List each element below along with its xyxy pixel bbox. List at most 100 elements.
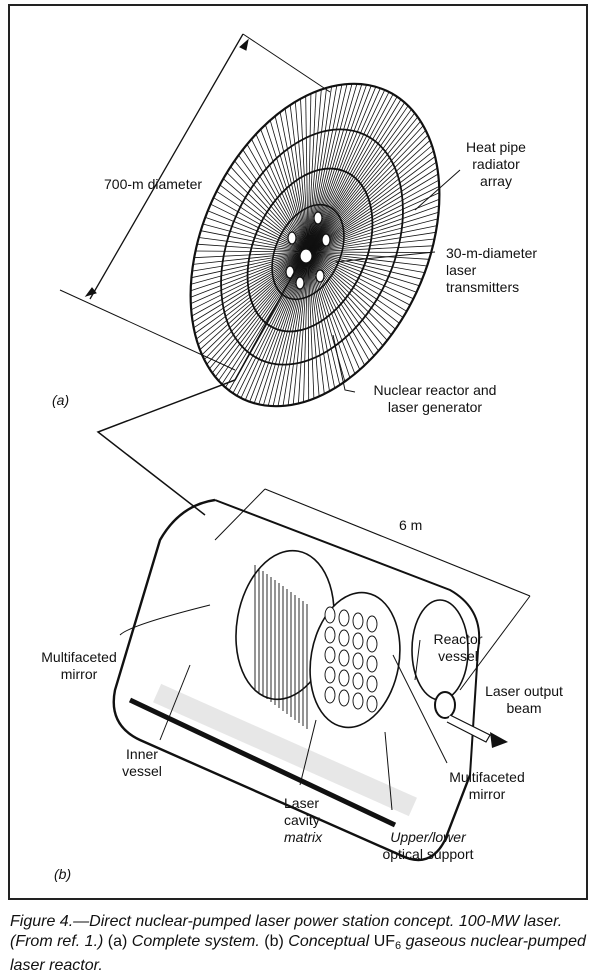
laser-tube <box>352 612 364 630</box>
radiator-label: Heat pipe radiator array <box>456 139 536 190</box>
reactor-generator-label-line: laser generator <box>387 399 483 415</box>
radiator-spoke <box>307 251 325 394</box>
radiator-label-line: radiator <box>472 156 520 172</box>
radiator-spoke <box>191 251 309 279</box>
radiator-spoke <box>205 217 309 253</box>
mirror-right-label-line: mirror <box>468 786 506 802</box>
radiator-spoke <box>307 116 419 253</box>
radiator-spoke <box>307 218 438 253</box>
laser-tube <box>366 675 378 693</box>
radiator-spoke <box>277 251 309 407</box>
radiator-spoke <box>200 230 309 253</box>
radiator-spoke <box>192 251 309 323</box>
radiator-spoke <box>190 251 309 304</box>
reactor-vessel-label-line: vessel <box>438 648 478 664</box>
radiator-spoke <box>307 88 381 253</box>
laser-tube <box>338 629 350 647</box>
radiator-spoke <box>307 251 320 397</box>
transmitters-label-line: transmitters <box>446 279 520 295</box>
output-beam-label: Laser output beam <box>478 683 570 717</box>
radiator-spoke <box>307 89 386 253</box>
laser-tube <box>352 632 364 650</box>
radiator-spoke <box>244 251 309 401</box>
cavity-matrix-label-line: matrix <box>284 829 323 845</box>
cavity-matrix-label-line: cavity <box>284 812 320 828</box>
radiator-spoke <box>307 145 433 253</box>
optical-support-label: Upper/lower optical support <box>368 829 488 863</box>
leader-lines-b <box>119 604 448 811</box>
reactor-generator-label: Nuclear reactor and laser generator <box>360 382 510 416</box>
figure-illustration <box>59 33 531 862</box>
radiator-spoke <box>197 243 309 253</box>
caption-text: Figure 4.—Direct nuclear-pumped laser po… <box>10 913 563 950</box>
radiator-spoke <box>195 250 309 253</box>
radiator-spoke <box>193 251 309 329</box>
length-label: 6 m <box>399 517 423 533</box>
inner-vessel-label-line: vessel <box>122 763 162 779</box>
caption-formula: UF <box>373 932 396 950</box>
caption-text: Complete system. <box>127 932 265 950</box>
radiator-spoke <box>190 251 309 292</box>
radiator-spoke <box>307 102 405 253</box>
mirror-right-label-line: Multifaceted <box>449 769 525 785</box>
radiator-spoke <box>298 251 309 404</box>
radiator-spoke <box>240 251 309 399</box>
radiator-label-line: array <box>480 173 512 189</box>
radiator-spoke <box>307 94 394 253</box>
length-dimension <box>214 488 531 691</box>
radiator-spoke <box>202 223 309 253</box>
radiator-spoke <box>307 109 412 253</box>
caption-text: gaseous nuclear-pumped laser reactor. <box>10 932 586 975</box>
radiator-spoke <box>307 231 436 253</box>
radiator-spoke <box>307 112 416 253</box>
radiator-spoke <box>307 251 310 401</box>
caption-text: (a) <box>107 932 128 950</box>
radiator-spoke <box>307 121 421 253</box>
inner-vessel-label-line: Inner <box>126 746 158 762</box>
radiator-spoke <box>198 237 309 253</box>
cavity-matrix-label-line: Laser <box>284 795 320 811</box>
radiator-spoke <box>307 134 429 253</box>
panel-b-marker: (b) <box>54 866 72 882</box>
radiator-spoke <box>232 251 309 394</box>
laser-tube <box>366 655 378 673</box>
radiator-spoke <box>192 251 309 272</box>
leader-lines-a <box>332 169 461 393</box>
radiator-spoke <box>307 225 438 253</box>
radiator-spoke <box>307 140 431 253</box>
radiator-spoke <box>282 251 309 406</box>
figure-frame <box>8 4 588 900</box>
laser-tube <box>366 635 378 653</box>
figure-caption: Figure 4.—Direct nuclear-pumped laser po… <box>10 912 595 976</box>
reactor-vessel-label: Reactor vessel <box>428 631 488 665</box>
output-beam-label-line: beam <box>506 700 542 716</box>
laser-tube <box>352 692 364 710</box>
transmitters-label-line: laser <box>446 262 477 278</box>
laser-tube <box>338 649 350 667</box>
radiator-spoke <box>307 96 398 253</box>
laser-tube <box>324 666 336 684</box>
laser-reactor-drawing <box>112 498 508 862</box>
radiator-spoke <box>292 251 309 405</box>
reactor-vessel-label-line: Reactor <box>433 631 483 647</box>
radiator-spoke <box>307 251 330 392</box>
cavity-matrix-label: Laser cavity matrix <box>284 795 322 846</box>
mirror-left-label-line: Multifaceted <box>41 649 117 665</box>
radiator-spoke <box>307 211 439 253</box>
laser-tube <box>366 615 378 633</box>
radiator-spoke <box>236 251 309 396</box>
transmitters-label: 30-m-diameter laser transmitters <box>446 245 537 296</box>
radiator-spoke <box>307 91 390 253</box>
laser-tube <box>338 609 350 627</box>
laser-tube <box>324 626 336 644</box>
reactor-generator-label-line: Nuclear reactor and <box>373 382 497 398</box>
output-beam-label-line: Laser output <box>485 683 563 699</box>
caption-text: Conceptual <box>283 932 374 950</box>
radiator-spoke <box>191 251 309 317</box>
inner-vessel-label: Inner vessel <box>112 746 172 780</box>
laser-tube <box>324 646 336 664</box>
diameter-dimension <box>59 33 331 371</box>
radiator-spoke <box>307 130 426 253</box>
laser-tube <box>324 606 336 624</box>
radiator-spoke <box>191 251 309 311</box>
